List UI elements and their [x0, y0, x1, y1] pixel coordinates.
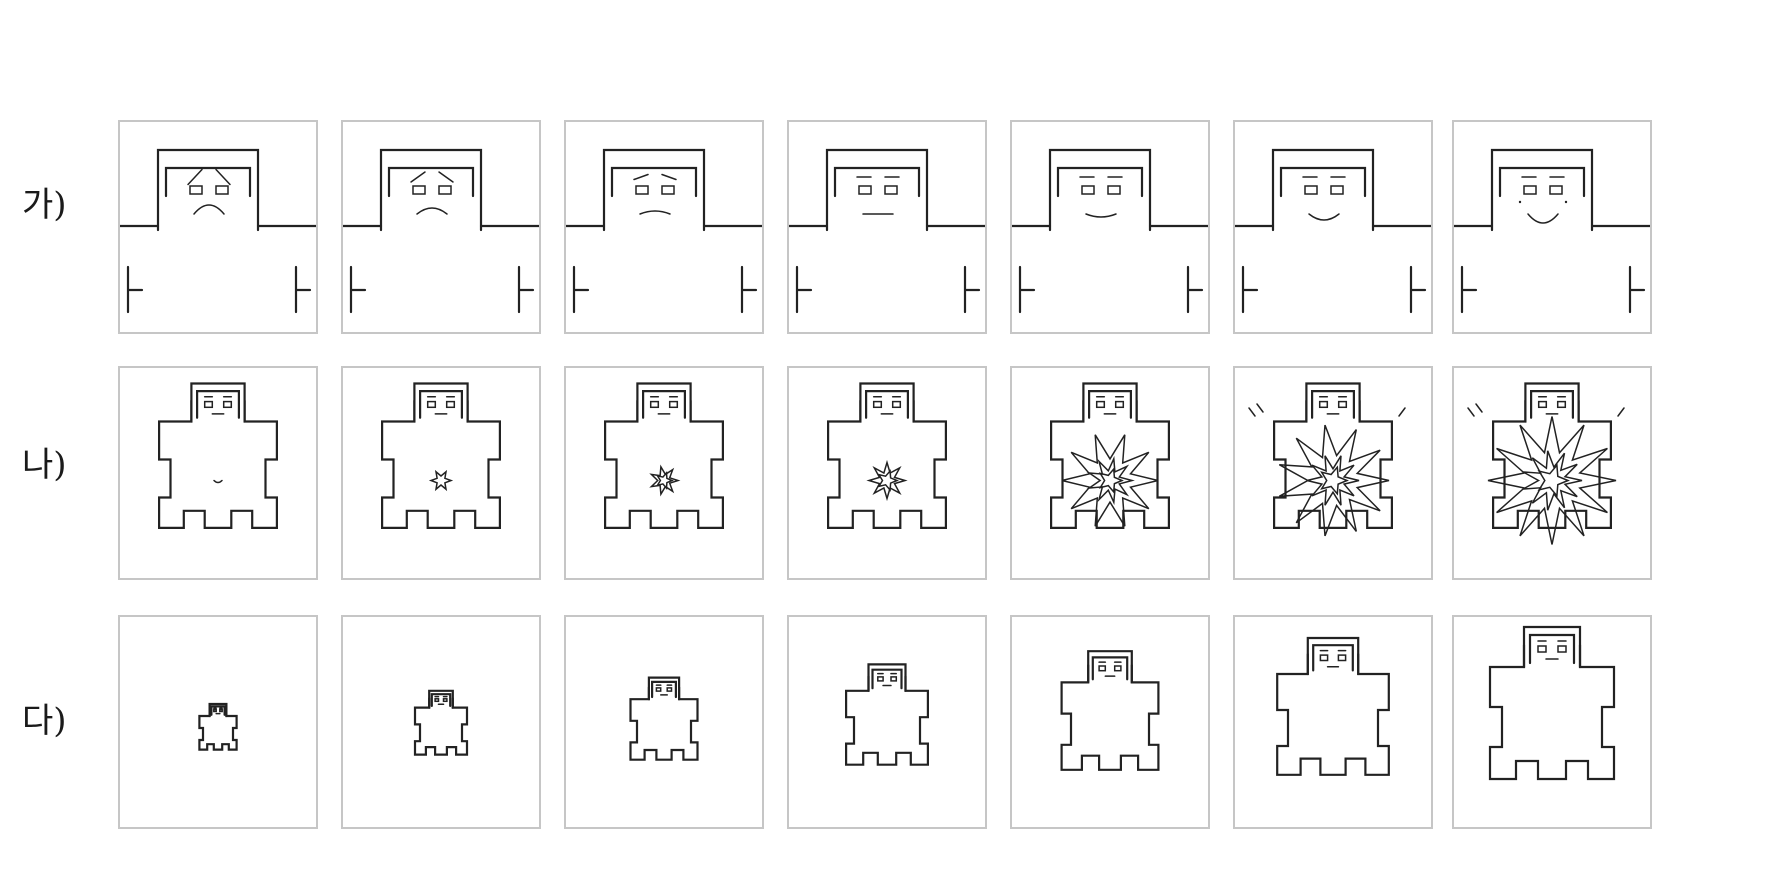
manikin-figure-r3-c6: [1276, 636, 1390, 776]
sam-panel-r2-c5: [1010, 366, 1210, 580]
sam-panel-r1-c5: [1010, 120, 1210, 334]
sam-panel-r2-c2: [341, 366, 541, 580]
manikin-figure-r2-c7: [1467, 382, 1625, 545]
sam-panel-r3-c4: [787, 615, 987, 829]
manikin-figure-r2-c3: [604, 382, 724, 529]
manikin-figure-r1-c5: [1012, 148, 1208, 314]
sam-panel-r3-c1: [118, 615, 318, 829]
sam-panel-r3-c3: [564, 615, 764, 829]
sam-panel-r3-c2: [341, 615, 541, 829]
sam-panel-r3-c6: [1233, 615, 1433, 829]
sam-panel-r2-c7: [1452, 366, 1652, 580]
sam-panel-r2-c3: [564, 366, 764, 580]
sam-panel-r1-c3: [564, 120, 764, 334]
row-label-3: 다): [22, 701, 67, 741]
manikin-figure-r3-c1: [198, 702, 238, 751]
sam-panel-r3-c5: [1010, 615, 1210, 829]
sam-panel-r1-c7: [1452, 120, 1652, 334]
manikin-figure-r3-c4: [845, 663, 929, 766]
sam-panel-r1-c6: [1233, 120, 1433, 334]
sam-panel-r1-c2: [341, 120, 541, 334]
manikin-figure-r1-c3: [566, 148, 762, 314]
sam-panel-r1-c1: [118, 120, 318, 334]
sam-panel-r2-c4: [787, 366, 987, 580]
manikin-figure-r1-c6: [1235, 148, 1431, 314]
manikin-figure-r1-c2: [343, 148, 539, 314]
manikin-figure-r2-c2: [381, 382, 501, 529]
sam-panel-r2-c1: [118, 366, 318, 580]
manikin-figure-r2-c1: [158, 382, 278, 529]
sam-panel-r2-c6: [1233, 366, 1433, 580]
sam-panel-r1-c4: [787, 120, 987, 334]
manikin-figure-r3-c5: [1060, 650, 1160, 771]
manikin-figure-r2-c4: [827, 382, 947, 529]
manikin-figure-r3-c2: [413, 689, 469, 756]
manikin-figure-r2-c6: [1248, 382, 1406, 537]
manikin-figure-r3-c7: [1488, 625, 1616, 781]
sam-panel-r3-c7: [1452, 615, 1652, 829]
manikin-figure-r1-c4: [789, 148, 985, 314]
manikin-figure-r3-c3: [629, 676, 699, 761]
row-label-2: 나): [22, 445, 67, 485]
manikin-figure-r1-c1: [120, 148, 316, 314]
manikin-figure-r1-c7: [1454, 148, 1650, 314]
row-label-1: 가): [22, 185, 67, 225]
manikin-figure-r2-c5: [1050, 382, 1170, 529]
